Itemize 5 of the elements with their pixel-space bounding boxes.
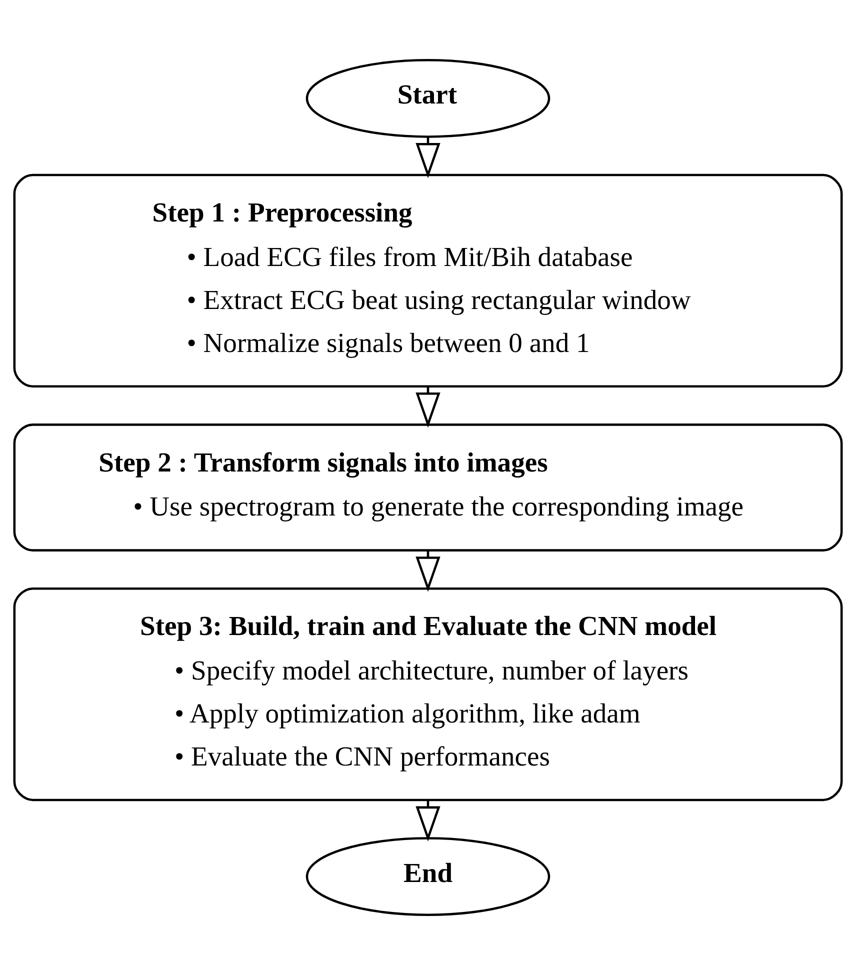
node-box: Step 1 : Preprocessing • Load ECG files from Mit/Bih database • Extract ECG beat using rectangular window • Normalize signals between 0 and 1 [13,173,843,388]
node-ellipse: End [306,836,550,916]
node-box: Step 2 : Transform signals into images • Use spectrogram to generate the corresponding image [13,423,843,551]
node-box: Step 3: Build, train and Evaluate the CNN model • Specify model architecture, number of layers • Apply optimization algorithm, like adam • Evaluate the CNN performances [13,586,843,801]
node-ellipse: Start [306,58,550,138]
